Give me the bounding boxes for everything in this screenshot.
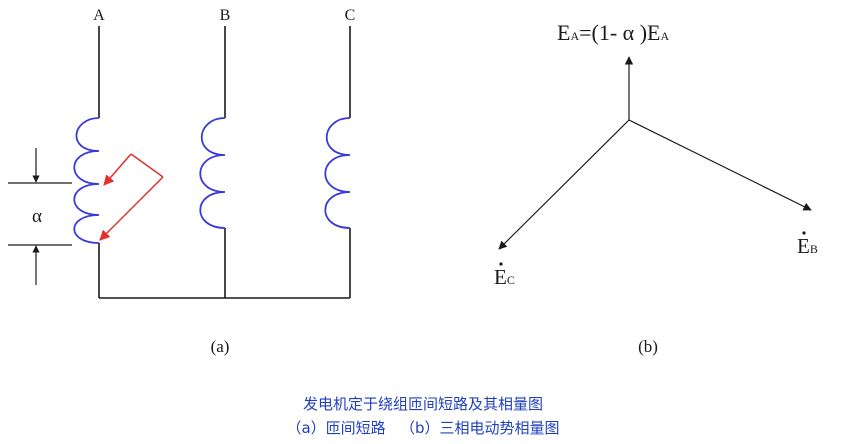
ec-dot bbox=[499, 262, 503, 266]
phasor-ea-label: EA=(1- α )EA bbox=[557, 20, 670, 45]
caption-line-2: （a）匝间短路 （b）三相电动势相量图 bbox=[286, 419, 559, 437]
short-circuit-arrows bbox=[99, 153, 164, 241]
ec-e: E bbox=[494, 265, 507, 289]
panel-a-label: (a) bbox=[211, 337, 230, 356]
coil-c bbox=[324, 117, 351, 229]
panel-b-label: (b) bbox=[638, 337, 658, 356]
ea-s2: A bbox=[661, 29, 670, 43]
short-arrow-upper bbox=[103, 153, 132, 186]
coil-b bbox=[199, 117, 226, 229]
ea-s1: A bbox=[570, 29, 579, 43]
eb-s: B bbox=[810, 242, 818, 256]
ea-mid: =(1- α ) bbox=[579, 20, 647, 45]
phasor-ec bbox=[498, 119, 630, 250]
panel-a: A B C α (a) bbox=[8, 7, 355, 356]
phasor-ec-label: EC bbox=[494, 265, 515, 289]
short-link-upper bbox=[130, 153, 164, 178]
alpha-label: α bbox=[32, 206, 42, 227]
phase-label-c: C bbox=[345, 7, 356, 24]
short-arrow-lower bbox=[99, 176, 164, 241]
caption: 发电机定于绕组匝间短路及其相量图 （a）匝间短路 （b）三相电动势相量图 bbox=[286, 395, 559, 437]
panel-b: EA=(1- α )EA EB EC (b) bbox=[494, 20, 818, 356]
ea-e1: E bbox=[557, 20, 570, 45]
eb-e: E bbox=[797, 234, 810, 258]
caption-line-1: 发电机定于绕组匝间短路及其相量图 bbox=[303, 395, 543, 413]
phasor-eb-label: EB bbox=[797, 234, 818, 258]
phase-label-b: B bbox=[220, 7, 231, 24]
eb-dot bbox=[802, 231, 806, 235]
phasor-eb bbox=[628, 119, 812, 211]
ea-e2: E bbox=[647, 20, 660, 45]
coil-a bbox=[73, 117, 100, 244]
phase-label-a: A bbox=[93, 7, 105, 24]
alpha-dimension: α bbox=[8, 148, 72, 285]
ec-s: C bbox=[507, 273, 515, 287]
